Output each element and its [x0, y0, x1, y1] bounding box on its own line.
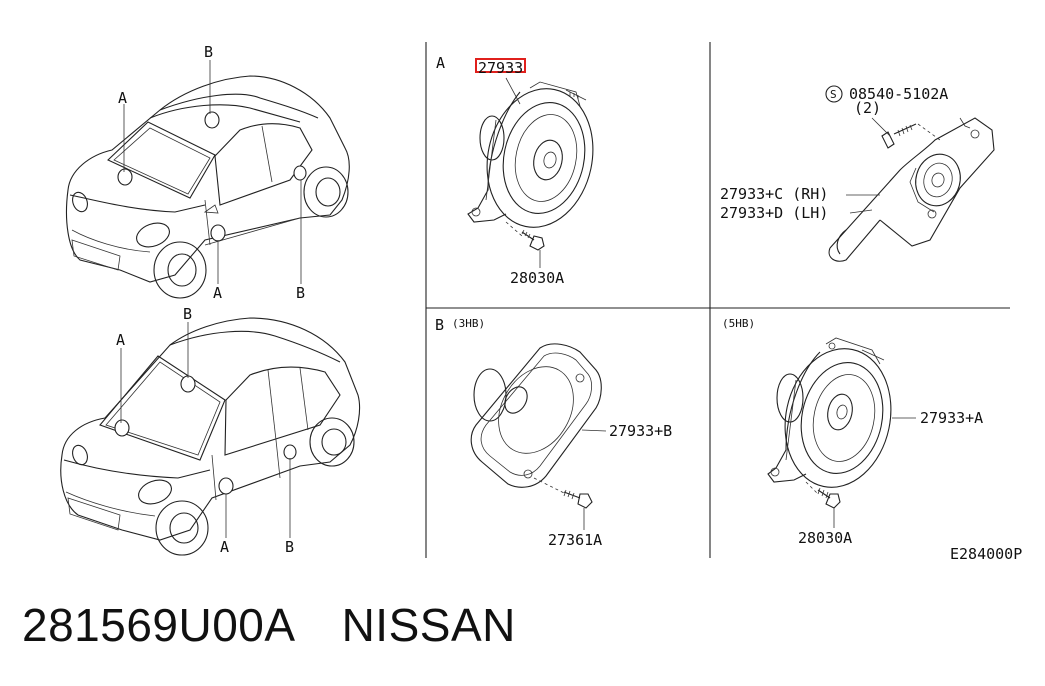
part-number-title: 281569U00A: [22, 599, 296, 651]
panel-tweeter-labels: S 08540-5102A (2) 27933+C (RH) 27933+D (…: [720, 85, 948, 222]
part-number-tweeter-screw[interactable]: 08540-5102A: [849, 85, 948, 103]
part-number-tweeter-rh[interactable]: 27933+C (RH): [720, 185, 828, 203]
part-number-tweeter-lh[interactable]: 27933+D (LH): [720, 204, 828, 222]
highlight-box: [475, 58, 526, 73]
part-number-screw-b[interactable]: 27361A: [548, 531, 602, 549]
part-number-screw-a[interactable]: 28030A: [510, 269, 564, 287]
callout-b-top: B: [204, 43, 213, 61]
speaker-a-illustration: [467, 81, 594, 228]
callout-a-top: A: [116, 331, 125, 349]
panel-b-letter: B: [435, 316, 444, 334]
tweeter-illustration: [828, 117, 995, 262]
callout-b-bottom: B: [285, 538, 294, 556]
panel-a-letter: A: [436, 54, 445, 72]
car-5-door-illustration: [60, 317, 361, 556]
screw-b-3hb-illustration: [533, 477, 593, 509]
car-5-door-callouts: B A A B: [116, 305, 294, 556]
footer-caption: 281569U00A NISSAN: [22, 598, 516, 652]
panel-b3-labels: B (3HB) 27933+B 27361A: [435, 316, 672, 549]
part-number-speaker-b[interactable]: 27933+B: [609, 422, 672, 440]
parts-diagram: B A A B B A A B: [60, 42, 1022, 563]
screw-b-5hb-illustration: [805, 481, 841, 509]
part-number-screw-b5[interactable]: 28030A: [798, 529, 852, 547]
tweeter-screw-illustration: [881, 123, 941, 149]
diagram-code: E284000P: [950, 545, 1022, 563]
callout-a-bottom: A: [213, 284, 222, 302]
screw-a-illustration: [505, 221, 545, 251]
panel-b5-labels: (5HB) 27933+A 28030A: [722, 317, 983, 547]
callout-b-top: B: [183, 305, 192, 323]
callout-a-bottom: A: [220, 538, 229, 556]
brand-name: NISSAN: [341, 599, 516, 651]
panel-b5-variant: (5HB): [722, 317, 755, 330]
panel-a-labels: A 27933 28030A: [436, 54, 564, 287]
screw-symbol: S: [830, 88, 837, 101]
tweeter-screw-quantity: (2): [854, 99, 881, 117]
speaker-b-3hb-illustration: [470, 343, 602, 488]
part-number-speaker-b5[interactable]: 27933+A: [920, 409, 983, 427]
callout-a-top: A: [118, 89, 127, 107]
callout-b-bottom: B: [296, 284, 305, 302]
panel-dividers: [425, 42, 1010, 558]
car-3-door-callouts: B A A B: [118, 43, 305, 302]
panel-b3-variant: (3HB): [452, 317, 485, 330]
car-3-door-illustration: [65, 75, 350, 299]
speaker-b-5hb-illustration: [767, 337, 892, 488]
part-number-speaker-a[interactable]: 27933: [478, 59, 523, 77]
